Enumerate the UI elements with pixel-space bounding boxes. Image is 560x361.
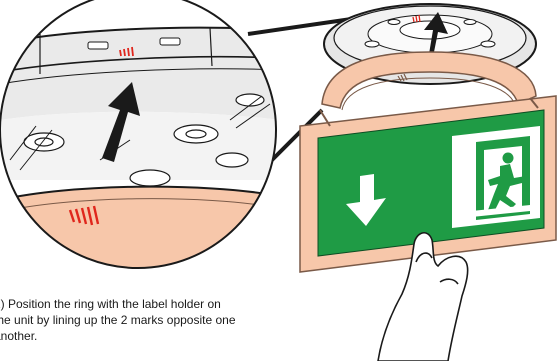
zoom-up-arrow-icon bbox=[102, 82, 140, 162]
zoom-ring-alignment-mark bbox=[68, 205, 100, 226]
up-arrow-icon bbox=[424, 12, 448, 62]
instruction-line-3: another. bbox=[0, 329, 38, 343]
instruction-line-1: 1) Position the ring with the label hold… bbox=[0, 297, 221, 311]
exit-sign-panel bbox=[299, 95, 557, 273]
base-alignment-mark bbox=[412, 14, 421, 23]
installation-instruction: 1) Position the ring with the label hold… bbox=[0, 296, 374, 344]
down-arrow-icon bbox=[346, 174, 386, 226]
running-man-exit-icon bbox=[452, 126, 540, 228]
label-holder-ring bbox=[321, 51, 537, 111]
magnified-detail-view bbox=[0, 0, 277, 269]
zoom-base-alignment-mark bbox=[119, 46, 134, 57]
hand-illustration bbox=[377, 232, 469, 361]
instruction-line-2: the unit by lining up the 2 marks opposi… bbox=[0, 313, 236, 327]
ring-alignment-mark bbox=[397, 73, 408, 82]
